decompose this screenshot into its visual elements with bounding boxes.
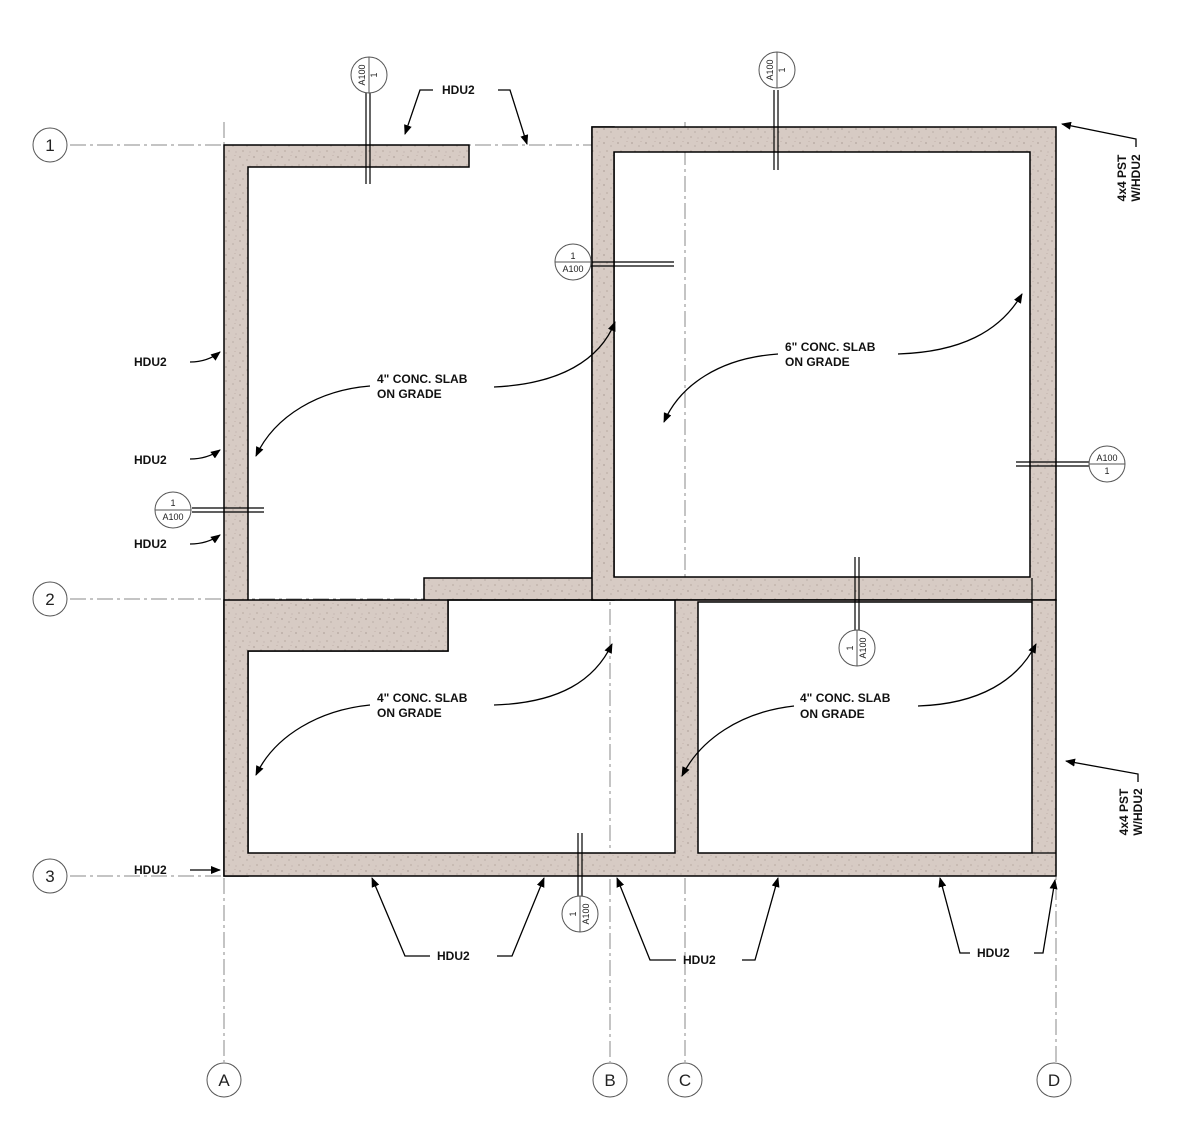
wall-left-wing [223, 126, 615, 877]
grid-bubble-b[interactable]: B [592, 1062, 628, 1098]
foundation-walls [223, 126, 1057, 877]
section-number: 1 [1104, 466, 1109, 476]
section-marker[interactable]: 1 A100 [154, 491, 192, 529]
grid-label: A [218, 1071, 230, 1090]
hdu-callout-bottom-3: HDU2 [938, 877, 1058, 960]
hdu-label: HDU2 [683, 953, 716, 967]
hdu-callout-left-2: HDU2 [134, 449, 221, 467]
grid-bubble-d[interactable]: D [1036, 1062, 1072, 1098]
slab-note-line1: 6" CONC. SLAB [785, 340, 876, 354]
hdu-callout-bottom-2: HDU2 [616, 877, 780, 967]
grid-label: C [679, 1071, 691, 1090]
hdu-label: HDU2 [977, 946, 1010, 960]
hdu-label: HDU2 [134, 537, 167, 551]
hdu-label: HDU2 [437, 949, 470, 963]
slab-note-upper-left: 4" CONC. SLAB ON GRADE [255, 321, 616, 457]
slab-note-line1: 4" CONC. SLAB [377, 691, 468, 705]
section-sheet: A100 [858, 637, 868, 658]
section-marker[interactable]: 1 A100 [561, 895, 599, 933]
grid-label: D [1048, 1071, 1060, 1090]
grid-bubble-a[interactable]: A [206, 1062, 242, 1098]
section-marker[interactable]: A100 1 [758, 51, 796, 89]
hdu-callout-top: HDU2 [404, 83, 529, 145]
section-sheet: A100 [1096, 453, 1117, 463]
grid-label: B [604, 1071, 615, 1090]
hdu-callout-left-4: HDU2 [134, 863, 221, 877]
slab-note-line2: ON GRADE [377, 387, 442, 401]
grid-label: 2 [45, 590, 54, 609]
hdu-label: HDU2 [134, 453, 167, 467]
section-number: 1 [369, 72, 379, 77]
section-sheet: A100 [765, 59, 775, 80]
section-marker[interactable]: A100 1 [350, 56, 388, 94]
slab-note-line2: ON GRADE [785, 355, 850, 369]
slab-note-line1: 4" CONC. SLAB [377, 372, 468, 386]
grid-bubble-2[interactable]: 2 [32, 581, 68, 617]
slab-note-lower-right: 4" CONC. SLAB ON GRADE [681, 643, 1037, 777]
hdu-callout-left-1: HDU2 [134, 351, 221, 369]
section-marker[interactable]: 1 A100 [554, 243, 592, 281]
hdu-label: HDU2 [134, 863, 167, 877]
section-number: 1 [777, 67, 787, 72]
grid-bubble-3[interactable]: 3 [32, 858, 68, 894]
hdu-label: HDU2 [134, 355, 167, 369]
grid-bubble-1[interactable]: 1 [32, 127, 68, 163]
post-note-bottom: 4x4 PST W/HDU2 [1065, 758, 1145, 836]
section-number: 1 [570, 251, 575, 261]
section-sheet: A100 [562, 264, 583, 274]
section-marker[interactable]: A100 1 [1088, 445, 1126, 483]
section-sheet: A100 [162, 512, 183, 522]
section-number: 1 [845, 645, 855, 650]
grid-bubbles: 1 2 3 A B C D [32, 127, 1072, 1098]
post-note-top: 4x4 PST W/HDU2 [1061, 121, 1143, 202]
grid-label: 3 [45, 867, 54, 886]
hdu-callout-left-3: HDU2 [134, 534, 221, 551]
post-label-line1: 4x4 PST [1117, 788, 1131, 835]
slab-note-line1: 4" CONC. SLAB [800, 691, 891, 705]
section-cuts [192, 90, 1090, 898]
slab-note-line2: ON GRADE [800, 707, 865, 721]
section-sheet: A100 [357, 64, 367, 85]
section-marker[interactable]: 1 A100 [838, 629, 876, 667]
section-sheet: A100 [581, 903, 591, 924]
post-label-line2: W/HDU2 [1129, 154, 1143, 202]
slab-note-lower-left: 4" CONC. SLAB ON GRADE [255, 643, 613, 776]
hdu-callout-bottom-1: HDU2 [371, 877, 545, 963]
post-label-line1: 4x4 PST [1115, 154, 1129, 201]
slab-note-line2: ON GRADE [377, 706, 442, 720]
post-label-line2: W/HDU2 [1131, 788, 1145, 836]
grid-label: 1 [45, 136, 54, 155]
section-number: 1 [568, 911, 578, 916]
wall-lower-rooms [223, 599, 1057, 877]
grid-bubble-c[interactable]: C [667, 1062, 703, 1098]
slab-note-upper-right: 6" CONC. SLAB ON GRADE [663, 293, 1023, 423]
section-number: 1 [170, 498, 175, 508]
hdu-label: HDU2 [442, 83, 475, 97]
